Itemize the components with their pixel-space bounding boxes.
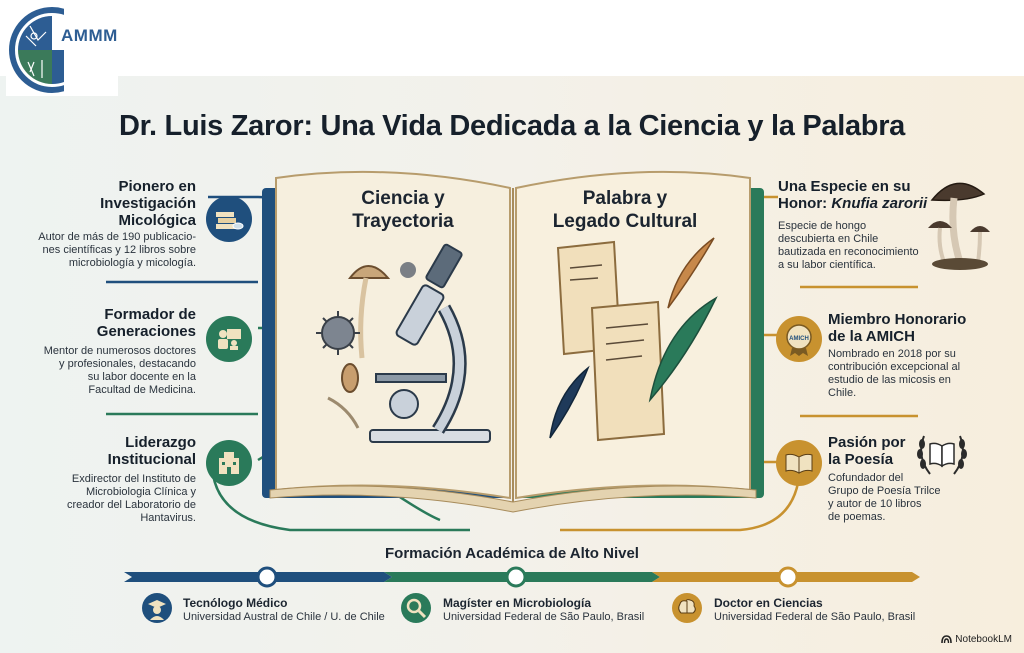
right-item-2-desc: Nombrado en 2018 por su contribución exc… bbox=[828, 348, 961, 399]
education-1-sub: Universidad Austral de Chile / U. de Chi… bbox=[183, 611, 385, 623]
notebooklm-icon bbox=[941, 635, 953, 644]
left-item-2-title: Formador de Generaciones bbox=[96, 306, 196, 340]
education-1-title: Tecnólogo Médico bbox=[183, 596, 288, 610]
left-item-3-desc: Exdirector del Instituto de Microbiologi… bbox=[66, 473, 196, 524]
notebooklm-label: NotebookLM bbox=[955, 634, 1012, 645]
microscope-icon bbox=[369, 243, 491, 443]
education-2-sub: Universidad Federal de São Paulo, Brasil bbox=[443, 611, 645, 623]
mushroom-icon bbox=[928, 182, 990, 270]
education-3-title: Doctor en Ciencias bbox=[714, 596, 823, 610]
left-item-3-title: Liderazgo Institucional bbox=[107, 434, 196, 468]
scroll-icon bbox=[556, 240, 666, 442]
brain-icon bbox=[672, 593, 702, 623]
laurel-book-icon bbox=[917, 435, 967, 475]
left-item-1-title: Pionero en Investigación Micológica bbox=[100, 178, 196, 229]
right-item-1-desc: Especie de hongo descubierta en Chile ba… bbox=[778, 220, 919, 271]
open-book-icon bbox=[776, 440, 822, 486]
building-icon bbox=[206, 440, 252, 486]
right-item-1-title: Una Especie en su Honor: Knufia zarorii bbox=[778, 178, 928, 212]
ammm-logo-seal-icon bbox=[9, 7, 64, 93]
graduate-icon bbox=[142, 593, 172, 623]
page-title: Dr. Luis Zaror: Una Vida Dedicada a la C… bbox=[118, 110, 906, 142]
ammm-logo: AMMM bbox=[6, 4, 118, 96]
education-2-title: Magíster en Microbiología bbox=[443, 596, 592, 610]
logo-text: AMMM bbox=[61, 26, 118, 45]
open-book-illustration: Ciencia y Trayectoria Palabra y Legado C… bbox=[258, 168, 768, 513]
left-item-2-desc: Mentor de numerosos doctores y profesion… bbox=[43, 345, 196, 396]
header-band bbox=[0, 0, 1024, 76]
right-item-3-desc: Cofundador del Grupo de Poesía Trilce y … bbox=[828, 472, 941, 523]
books-petri-icon bbox=[206, 196, 252, 242]
education-title: Formación Académica de Alto Nivel bbox=[385, 545, 639, 562]
teacher-icon bbox=[206, 316, 252, 362]
right-item-1-title-main: Una Especie en su Honor: bbox=[778, 178, 911, 212]
book-right-title: Palabra y Legado Cultural bbox=[552, 188, 698, 232]
magnifier-icon bbox=[401, 593, 431, 623]
species-name: Knufia zarorii bbox=[831, 195, 928, 212]
notebooklm-brand: NotebookLM bbox=[941, 634, 1012, 645]
left-item-1-desc: Autor de más de 190 publicacio- nes cien… bbox=[38, 231, 196, 269]
medal-text: AMICH bbox=[789, 336, 809, 342]
book-drawing bbox=[262, 170, 764, 513]
right-item-3-title: Pasión por la Poesía bbox=[828, 434, 906, 468]
quill-icon bbox=[549, 237, 718, 439]
education-timeline bbox=[124, 566, 920, 588]
right-item-2-title: Miembro Honorario de la AMICH bbox=[828, 311, 967, 345]
mushroom-illustration-icon bbox=[347, 262, 416, 359]
medal-icon: AMICH bbox=[776, 316, 822, 362]
book-left-title: Ciencia y Trayectoria bbox=[352, 188, 454, 232]
education-3-sub: Universidad Federal de São Paulo, Brasil bbox=[714, 611, 916, 623]
virus-icon bbox=[316, 311, 360, 429]
